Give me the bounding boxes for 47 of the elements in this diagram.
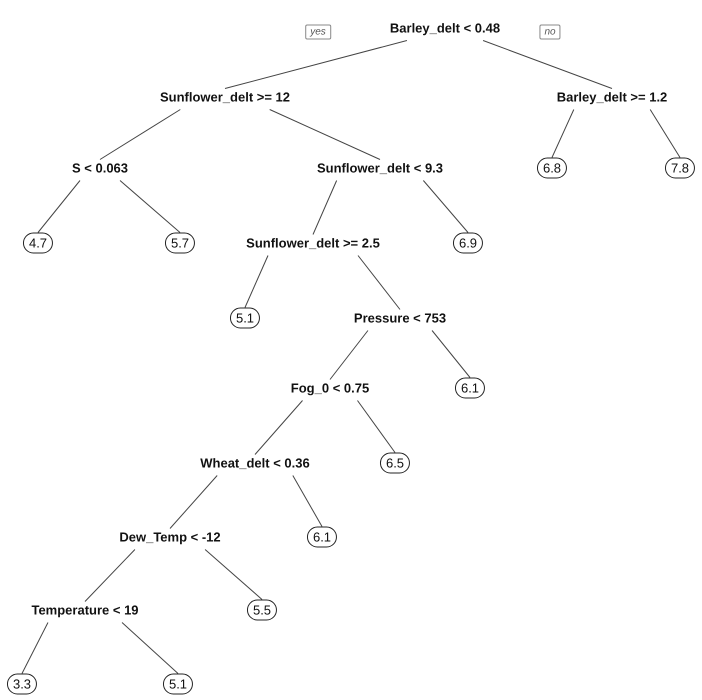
leaf-value: 5.7	[164, 232, 196, 254]
tree-branch-line	[422, 180, 468, 233]
tree-branch-line	[22, 622, 48, 674]
tree-branch-line	[330, 330, 368, 380]
branch-label: no	[539, 24, 561, 40]
tree-branch-line	[100, 109, 181, 160]
leaf-value: 4.7	[22, 232, 54, 254]
leaf-value: 5.1	[230, 308, 260, 328]
leaf-value: 5.1	[162, 674, 194, 694]
leaf-value: 6.1	[454, 378, 486, 398]
split-condition: Temperature < 19	[29, 602, 141, 618]
tree-branch-line	[122, 622, 178, 674]
split-condition: S < 0.063	[70, 160, 130, 176]
tree-branch-line	[244, 255, 268, 308]
tree-branch-line	[38, 180, 80, 233]
branch-label: yes	[305, 24, 331, 40]
tree-branch-line	[170, 475, 218, 529]
tree-branch-line	[120, 180, 180, 233]
split-condition: Sunflower_delt >= 2.5	[244, 234, 382, 252]
tree-branch-line	[292, 475, 322, 527]
split-condition: Dew_Temp < -12	[117, 528, 223, 546]
tree-branch-line	[84, 549, 136, 602]
tree-branch-line	[356, 400, 396, 453]
split-condition: Fog_0 < 0.75	[288, 380, 372, 396]
tree-branch-line	[269, 109, 380, 160]
tree-branch-line	[312, 180, 338, 235]
tree-branch-line	[432, 330, 470, 378]
leaf-value: 7.8	[664, 158, 696, 178]
tree-branch-line	[358, 255, 400, 310]
leaf-value: 3.3	[6, 674, 38, 694]
split-condition: Sunflower_delt >= 12	[158, 88, 292, 106]
tree-branch-line	[552, 109, 574, 158]
split-condition: Barley_delt < 0.48	[388, 20, 502, 36]
tree-branch-line	[482, 40, 612, 89]
tree-branch-line	[204, 549, 262, 600]
leaf-value: 6.5	[380, 452, 410, 474]
split-condition: Pressure < 753	[352, 310, 448, 326]
split-condition: Wheat_delt < 0.36	[198, 454, 312, 472]
leaf-value: 6.1	[306, 526, 338, 548]
tree-branch-line	[254, 400, 304, 455]
leaf-value: 5.5	[246, 600, 278, 620]
leaf-value: 6.8	[536, 158, 568, 178]
split-condition: Sunflower_delt < 9.3	[314, 160, 446, 176]
leaf-value: 6.9	[452, 232, 484, 254]
split-condition: Barley_delt >= 1.2	[554, 88, 670, 106]
tree-branch-line	[224, 40, 408, 89]
tree-branch-line	[650, 109, 680, 158]
